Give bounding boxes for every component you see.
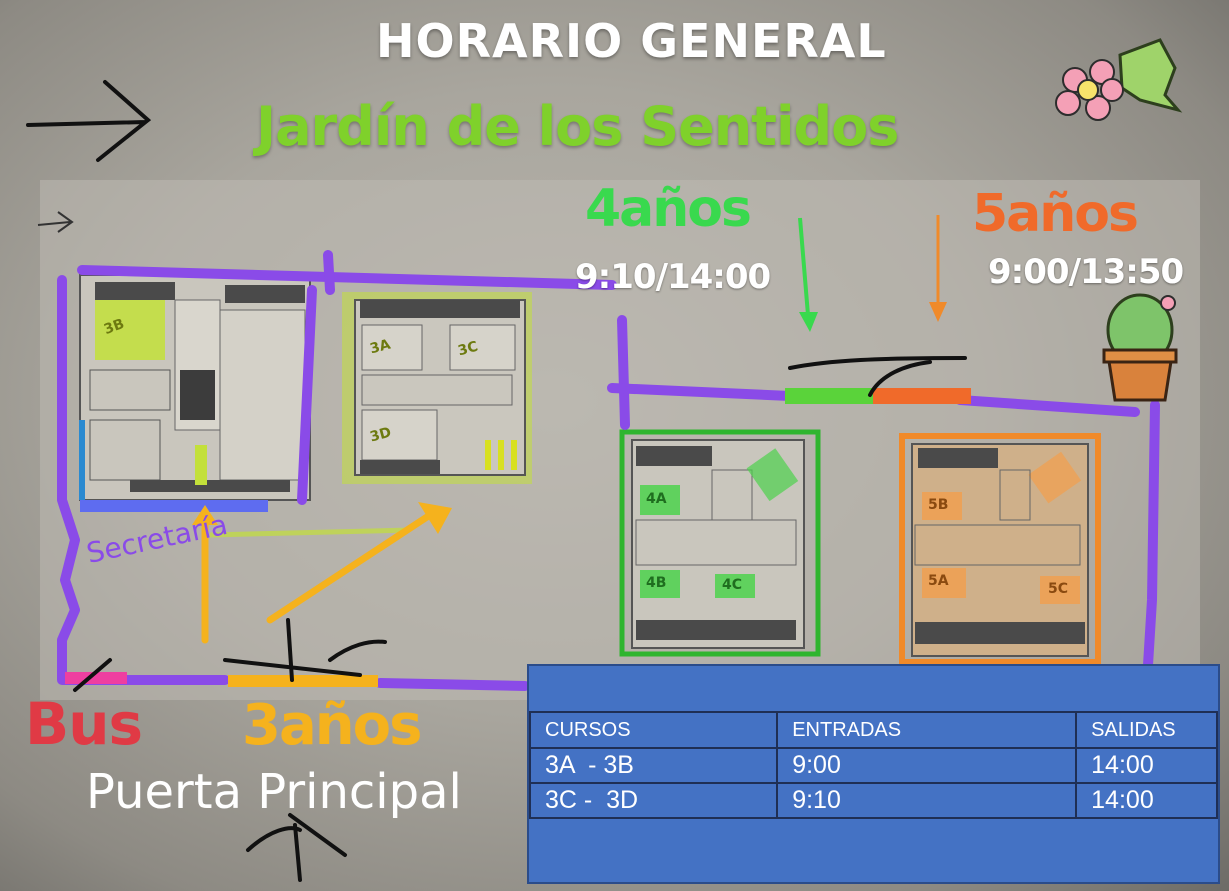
- room-4c-label: 4C: [722, 577, 743, 593]
- table-header-row: CURSOS ENTRADAS SALIDAS: [528, 711, 1218, 749]
- group-4anos-label: 4años: [585, 179, 752, 239]
- main-door-label: Puerta Principal: [86, 764, 462, 820]
- bus-entrance-label: Bus: [25, 690, 143, 758]
- building-5anos: [899, 433, 1101, 665]
- room-4b-label: 4B: [646, 575, 667, 591]
- group-5anos-label: 5años: [972, 184, 1139, 244]
- row1-cursos: 3A - 3B: [528, 747, 779, 784]
- perimeter-wall: [57, 250, 1160, 691]
- header-cursos: CURSOS: [528, 711, 779, 749]
- room-5b-label: 5B: [928, 497, 949, 513]
- page-title: HORARIO GENERAL: [376, 14, 887, 68]
- row2-entrada: 9:10: [776, 782, 1078, 819]
- room-5c-label: 5C: [1048, 581, 1069, 597]
- room-4a-label: 4A: [646, 491, 667, 507]
- group-4anos-time: 9:10/14:00: [575, 257, 771, 297]
- arrows-3anos: [192, 502, 452, 644]
- arrow-5anos: [929, 215, 947, 322]
- row2-salida: 14:00: [1075, 782, 1218, 819]
- flower-sticker-icon: [1055, 38, 1183, 121]
- entrance-5anos-marker: [873, 388, 971, 404]
- main-entrance-marker: [228, 675, 378, 687]
- row1-entrada: 9:00: [776, 747, 1078, 784]
- room-5a-label: 5A: [928, 573, 949, 589]
- table-row: 3A - 3B 9:00 14:00: [528, 747, 1218, 784]
- entrance-4anos-marker: [785, 388, 873, 404]
- row1-salida: 14:00: [1075, 747, 1218, 784]
- cactus-sticker-icon: [1102, 293, 1178, 402]
- table-row: 3C - 3D 9:10 14:00: [528, 782, 1218, 819]
- secretaria-wall: [80, 500, 268, 512]
- building-3b: [79, 274, 311, 501]
- arrow-4anos: [798, 217, 818, 332]
- schedule-table: CURSOS ENTRADAS SALIDAS 3A - 3B 9:00 14:…: [527, 664, 1220, 884]
- building-4anos: [619, 429, 821, 657]
- bus-entrance-marker: [65, 672, 127, 684]
- building-3a-3c-3d: [342, 292, 532, 484]
- group-5anos-time: 9:00/13:50: [988, 252, 1184, 292]
- header-salidas: SALIDAS: [1075, 711, 1218, 749]
- school-name: Jardín de los Sentidos: [256, 95, 899, 158]
- header-entradas: ENTRADAS: [776, 711, 1078, 749]
- row2-cursos: 3C - 3D: [528, 782, 779, 819]
- group-3anos-label: 3años: [242, 693, 422, 758]
